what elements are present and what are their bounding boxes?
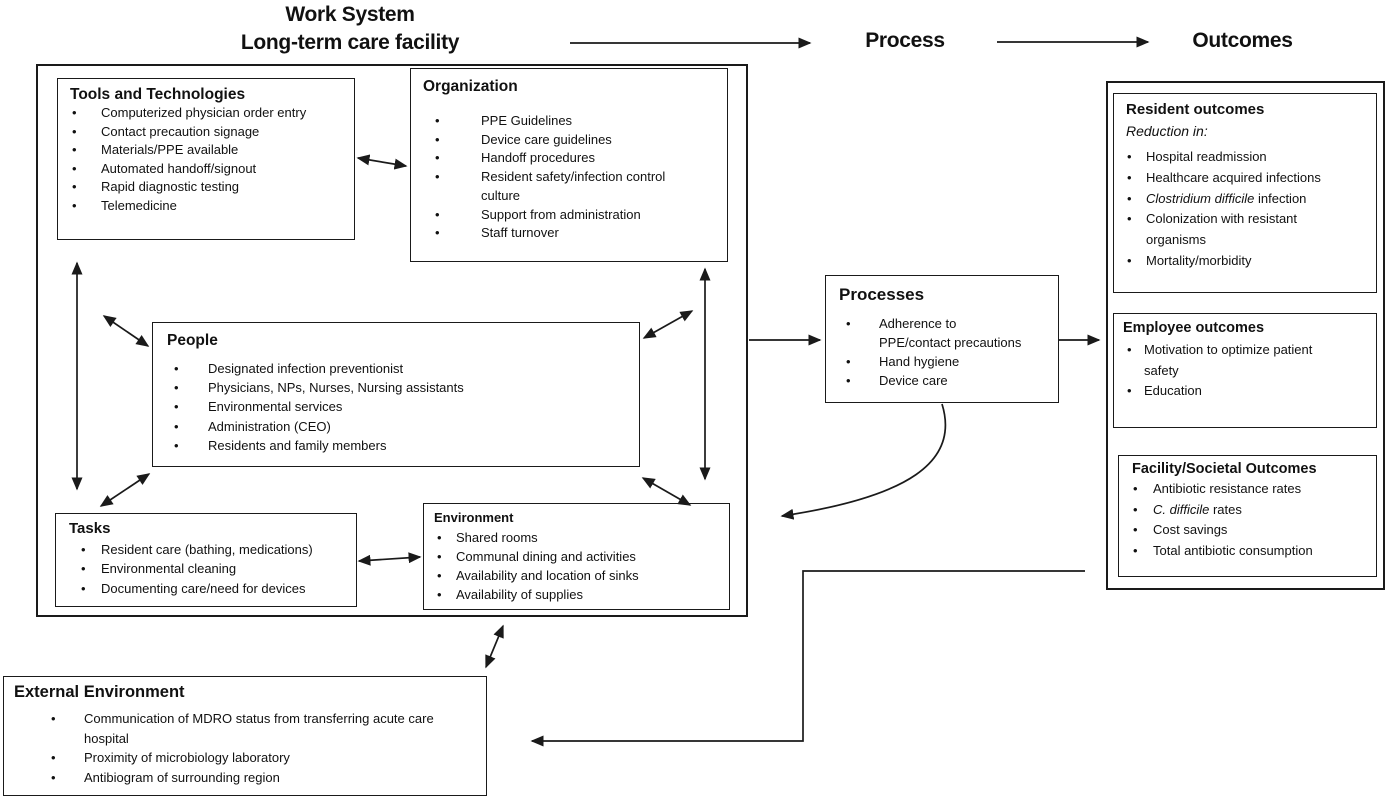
italic-term: C. difficile (1153, 501, 1210, 517)
list-item: Education (1123, 381, 1370, 402)
list-item: Contact precaution signage (70, 123, 348, 142)
list-item: Availability of supplies (434, 585, 723, 604)
list-item: Total antibiotic consumption (1132, 541, 1370, 562)
resident-outcomes-subtitle: Reduction in: (1126, 123, 1208, 139)
people-box: People Designated infection preventionis… (152, 322, 640, 467)
environment-box: Environment Shared rooms Communal dining… (423, 503, 730, 610)
facility-outcomes-list: Antibiotic resistance rates C. difficile… (1132, 479, 1370, 561)
work-system-heading-line1: Work System (285, 3, 415, 26)
list-item: Healthcare acquired infections (1126, 168, 1368, 189)
list-item: Support from administration (423, 206, 703, 225)
list-item: Antibiotic resistance rates (1132, 479, 1370, 500)
tools-title: Tools and Technologies (70, 86, 246, 103)
item-text: infection (1254, 190, 1307, 206)
outcomes-heading: Outcomes (1192, 29, 1293, 52)
list-item: Availability and location of sinks (434, 566, 723, 585)
list-item: Proximity of microbiology laboratory (14, 748, 476, 768)
environment-title: Environment (434, 510, 514, 525)
list-item: Handoff procedures (423, 149, 703, 168)
list-item: Motivation to optimize patient safety (1123, 340, 1370, 381)
arrow-external-worksystem (485, 624, 504, 669)
list-item: Device care (839, 371, 1050, 390)
list-item: Communal dining and activities (434, 547, 723, 566)
arrow-processes-feedback-curve (780, 403, 947, 520)
list-item: Shared rooms (434, 528, 723, 547)
facility-societal-outcomes-box: Facility/Societal Outcomes Antibiotic re… (1118, 455, 1377, 577)
processes-box: Processes Adherence to PPE/contact preca… (825, 275, 1059, 403)
work-system-container-box (36, 64, 748, 617)
list-item: Environmental cleaning (69, 559, 350, 579)
list-item: Physicians, NPs, Nurses, Nursing assista… (167, 378, 631, 397)
resident-outcomes-box: Resident outcomes Reduction in: Hospital… (1113, 93, 1377, 293)
organization-list: PPE Guidelines Device care guidelines Ha… (423, 112, 703, 243)
organization-title: Organization (423, 78, 518, 95)
employee-outcomes-box: Employee outcomes Motivation to optimize… (1113, 313, 1377, 428)
resident-outcomes-title: Resident outcomes (1126, 101, 1265, 118)
people-title: People (167, 332, 218, 349)
facility-outcomes-title: Facility/Societal Outcomes (1132, 461, 1317, 477)
list-item: Clostridium difficile infection (1126, 189, 1368, 210)
list-item: Cost savings (1132, 520, 1370, 541)
employee-outcomes-list: Motivation to optimize patient safety Ed… (1123, 340, 1370, 402)
tools-list: Computerized physician order entry Conta… (70, 104, 348, 216)
list-item: Resident care (bathing, medications) (69, 540, 350, 560)
list-item: Colonization with resistant organisms (1126, 209, 1368, 251)
list-item: Mortality/morbidity (1126, 251, 1368, 272)
employee-outcomes-title: Employee outcomes (1123, 320, 1265, 336)
list-item: Adherence to PPE/contact precautions (839, 314, 1050, 352)
people-list: Designated infection preventionist Physi… (167, 359, 631, 455)
list-item: Computerized physician order entry (70, 104, 348, 123)
list-item: Staff turnover (423, 224, 703, 243)
external-environment-list: Communication of MDRO status from transf… (14, 709, 476, 787)
process-heading: Process (865, 29, 945, 52)
list-item: Antibiogram of surrounding region (14, 768, 476, 788)
tasks-box: Tasks Resident care (bathing, medication… (55, 513, 357, 607)
italic-term: Clostridium difficile (1146, 190, 1255, 206)
external-environment-title: External Environment (14, 683, 185, 701)
list-item: Hand hygiene (839, 352, 1050, 371)
work-system-heading-line2: Long-term care facility (240, 31, 460, 54)
item-text: rates (1209, 501, 1242, 517)
tasks-list: Resident care (bathing, medications) Env… (69, 540, 350, 598)
list-item: PPE Guidelines (423, 112, 703, 131)
list-item: Rapid diagnostic testing (70, 178, 348, 197)
list-item: Residents and family members (167, 436, 631, 455)
external-environment-box: External Environment Communication of MD… (3, 676, 487, 796)
organization-box: Organization PPE Guidelines Device care … (410, 68, 728, 262)
list-item: Device care guidelines (423, 131, 703, 150)
list-item: Communication of MDRO status from transf… (14, 709, 476, 748)
list-item: C. difficile rates (1132, 500, 1370, 521)
list-item: Designated infection preventionist (167, 359, 631, 378)
list-item: Environmental services (167, 397, 631, 416)
tasks-title: Tasks (69, 520, 111, 537)
processes-list: Adherence to PPE/contact precautions Han… (839, 314, 1050, 390)
environment-list: Shared rooms Communal dining and activit… (434, 528, 723, 604)
list-item: Hospital readmission (1126, 147, 1368, 168)
list-item: Resident safety/infection control cultur… (423, 168, 703, 205)
list-item: Administration (CEO) (167, 417, 631, 436)
work-system-heading: Work System Long-term care facility (185, 1, 515, 57)
processes-title: Processes (839, 285, 925, 304)
list-item: Documenting care/need for devices (69, 579, 350, 599)
resident-outcomes-list: Hospital readmission Healthcare acquired… (1126, 147, 1368, 272)
list-item: Materials/PPE available (70, 141, 348, 160)
tools-and-technologies-box: Tools and Technologies Computerized phys… (57, 78, 355, 240)
outcomes-container-box (1106, 81, 1385, 590)
list-item: Telemedicine (70, 197, 348, 216)
list-item: Automated handoff/signout (70, 160, 348, 179)
